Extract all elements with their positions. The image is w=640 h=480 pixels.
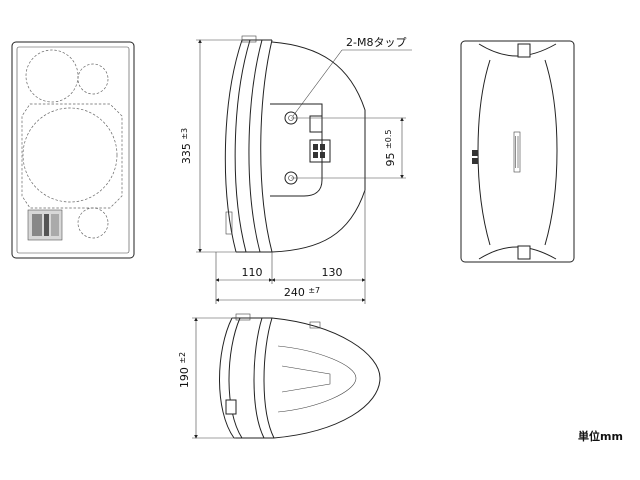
- dimension-tap-leader: 2-M8タップ: [292, 36, 412, 117]
- svg-text:95 ±0.5: 95 ±0.5: [384, 130, 397, 167]
- width-tolerance: ±2: [178, 352, 187, 364]
- dimension-bracket-spacing: 95 ±0.5: [291, 117, 406, 179]
- width-value: 190: [178, 367, 191, 388]
- total-depth-tolerance: ±7: [308, 286, 320, 295]
- rear-view: [460, 40, 575, 263]
- bracket-spacing-value: 95: [384, 152, 397, 166]
- front-depth-value: 110: [242, 266, 263, 279]
- dimension-depths: 110 130 240 ±7: [215, 190, 366, 304]
- tap-label: 2-M8タップ: [346, 36, 406, 49]
- bracket-spacing-tolerance: ±0.5: [384, 130, 393, 149]
- svg-text:240 ±7: 240 ±7: [284, 286, 320, 299]
- dimension-width: 190 ±2: [178, 317, 236, 439]
- front-view: [11, 41, 135, 259]
- top-view: [219, 313, 381, 439]
- dimension-height: 335 ±3: [180, 39, 242, 253]
- side-view: [224, 35, 366, 253]
- svg-text:190 ±2: 190 ±2: [178, 352, 191, 388]
- svg-text:335 ±3: 335 ±3: [180, 128, 193, 164]
- terminal-logo: [27, 209, 63, 241]
- height-tolerance: ±3: [180, 128, 189, 140]
- rear-depth-value: 130: [322, 266, 343, 279]
- height-value: 335: [180, 143, 193, 164]
- total-depth-value: 240: [284, 286, 305, 299]
- unit-label: 単位mm: [578, 429, 623, 443]
